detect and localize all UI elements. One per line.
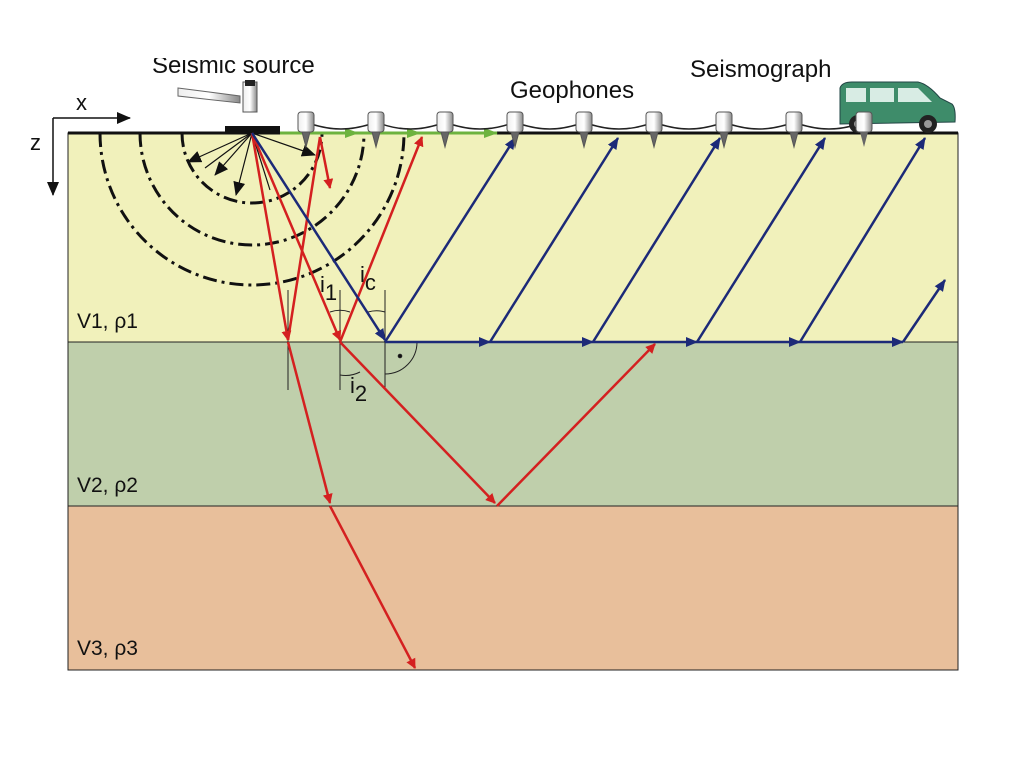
angle-labels: i1 ic i2 [320,262,376,406]
angle-i2: i [350,373,355,398]
z-axis-label: z [30,130,41,155]
wavefronts [98,132,406,287]
top-labels-clip: Seismic source Seismograph [152,52,831,83]
geophone-icon [855,111,873,147]
axes: x z [30,90,131,196]
seismograph-van-icon [839,81,956,147]
layer-1 [67,132,959,343]
layer-2 [67,341,959,507]
seismograph-label: Seismograph [690,56,831,83]
geophone-icon [715,111,733,149]
geophone-icon [436,111,454,149]
layer-3 [67,505,959,671]
geophone-icon [645,111,663,149]
seismic-source-hammer-icon [177,80,280,133]
geophones-label: Geophones [510,77,634,104]
geophone-icon [575,111,593,149]
svg-text:ic: ic [360,262,376,295]
geophone-icon [785,111,803,149]
reflected-refracted-rays [250,132,656,669]
geophones [297,111,803,149]
x-axis-label: x [76,90,87,115]
geophone-icon [367,111,385,149]
geophone-icon [297,111,315,149]
seismic-source-label: Seismic source [152,52,315,79]
layer-2-label: V2, ρ2 [77,474,138,497]
geophone-icon [506,111,524,149]
head-wave-rays [250,132,947,347]
svg-text:i1: i1 [320,272,337,305]
svg-text:i2: i2 [350,373,367,406]
layer-3-label: V3, ρ3 [77,637,138,660]
angle-ic: i [360,262,365,287]
angle-i1: i [320,272,325,297]
layer-1-label: V1, ρ1 [77,310,138,333]
